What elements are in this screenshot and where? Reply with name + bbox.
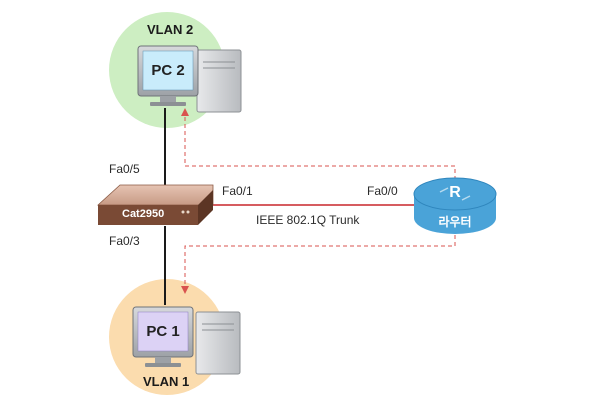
trunk-label: IEEE 802.1Q Trunk: [256, 213, 360, 227]
flow-arrow-to-pc2: [181, 108, 456, 180]
switch-side-face: [198, 190, 213, 225]
router-letter: R: [449, 184, 461, 201]
switch-front-face: [98, 205, 198, 225]
port-fa0-0-label: Fa0/0: [367, 184, 398, 198]
pc-2-label: PC 2: [151, 62, 185, 79]
pc-2-screen: [142, 50, 194, 91]
pc-1-tower: [195, 311, 241, 375]
port-fa0-1-label: Fa0/1: [222, 184, 253, 198]
flow-arrow-to-pc1: [181, 228, 456, 294]
pc-1-screen: [137, 311, 189, 352]
pc-1-label: PC 1: [146, 323, 180, 340]
vlan-2-label: VLAN 2: [147, 22, 194, 37]
port-fa0-5-label: Fa0/5: [109, 162, 140, 176]
pc-1[interactable]: [132, 306, 241, 375]
router[interactable]: [413, 177, 497, 234]
router-top: [413, 177, 497, 211]
pc-2[interactable]: [137, 45, 242, 113]
pc-2-tower: [196, 49, 242, 113]
switch-cat2950[interactable]: [96, 184, 214, 225]
router-name: 라우터: [438, 215, 472, 229]
switch-top-face: [96, 184, 214, 206]
switch-label: Cat2950: [122, 208, 165, 220]
port-fa0-3-label: Fa0/3: [109, 234, 140, 248]
vlan-1-label: VLAN 1: [143, 374, 190, 389]
